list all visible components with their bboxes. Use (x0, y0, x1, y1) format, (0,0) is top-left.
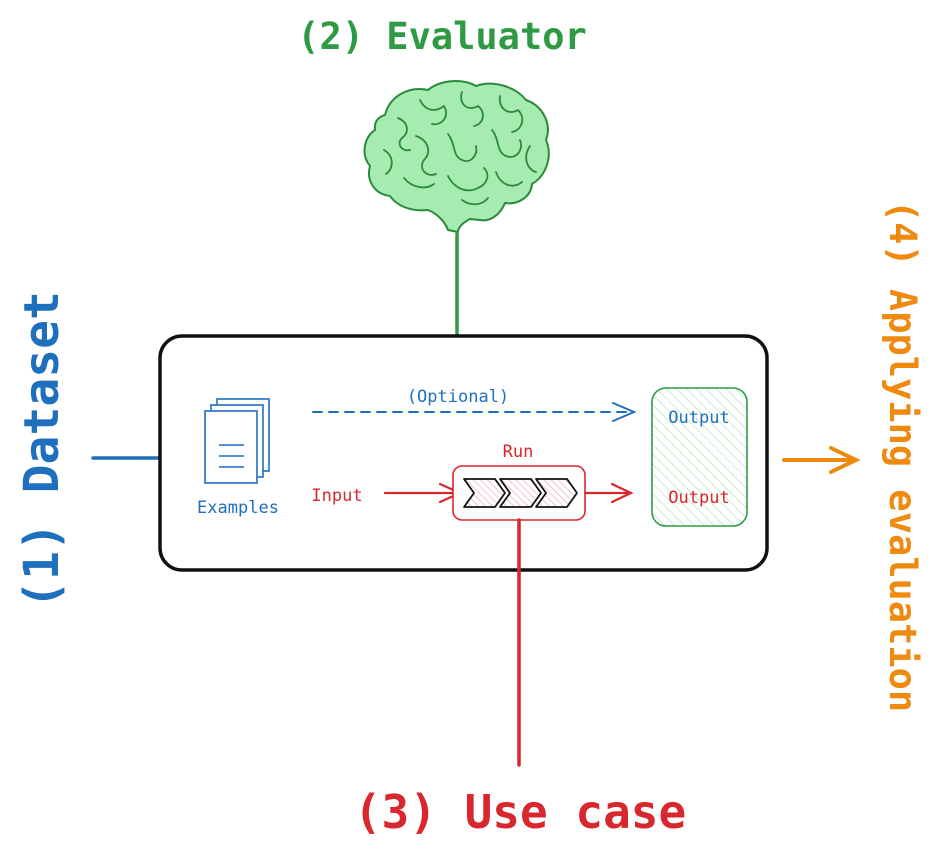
output-box (651, 387, 748, 527)
optional-arrow (312, 402, 637, 422)
reference-output-label: Output (668, 408, 729, 428)
input-label: Input (311, 486, 362, 506)
run-label: Run (503, 442, 534, 462)
use-case-title: (3) Use case (354, 785, 686, 839)
applying-arrow (782, 446, 861, 474)
optional-label: (Optional) (407, 387, 509, 407)
brain-icon (363, 80, 550, 233)
dataset-title: (1) Dataset (14, 291, 70, 609)
evaluator-title: (2) Evaluator (297, 15, 587, 58)
evaluation-frame (158, 334, 769, 572)
chevron-steps-icon (463, 478, 578, 508)
documents-stack-icon (204, 398, 270, 484)
examples-label: Examples (197, 498, 279, 518)
applying-evaluation-title: (4) Applying evaluation (881, 200, 924, 712)
run-output-label: Output (668, 488, 729, 508)
run-output-arrow (583, 482, 634, 504)
